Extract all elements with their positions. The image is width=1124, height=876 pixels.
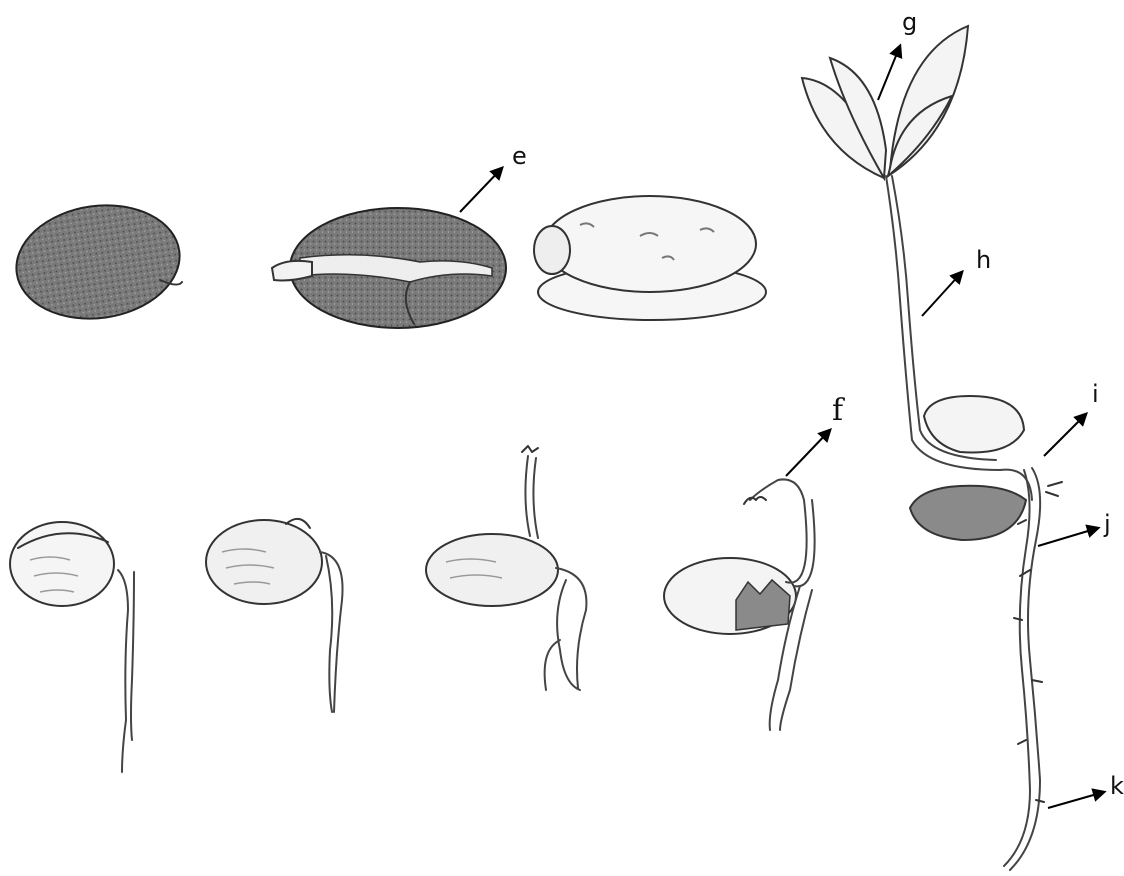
arrow-j	[1038, 528, 1098, 546]
seed-intact	[9, 195, 187, 329]
arrow-g	[878, 46, 900, 100]
label-h: h	[976, 246, 991, 274]
arrow-f	[786, 430, 830, 476]
arrow-k	[1048, 792, 1104, 808]
arrow-h	[922, 272, 962, 316]
label-g: g	[902, 8, 917, 36]
mature-seedling	[802, 26, 1062, 870]
arrow-e	[460, 168, 502, 212]
seedling-stage-2	[206, 519, 343, 712]
label-k: k	[1110, 772, 1124, 800]
seedling-stage-1	[10, 522, 134, 772]
arrow-i	[1044, 414, 1086, 456]
seedling-stage-4	[664, 479, 815, 730]
label-e: e	[512, 142, 527, 170]
label-j: j	[1103, 510, 1111, 538]
seed-testa-removed	[534, 196, 766, 320]
label-i: i	[1092, 380, 1099, 408]
label-f: f	[832, 393, 845, 428]
seed-testa-splitting	[272, 208, 506, 328]
seedling-stage-3	[426, 446, 586, 690]
